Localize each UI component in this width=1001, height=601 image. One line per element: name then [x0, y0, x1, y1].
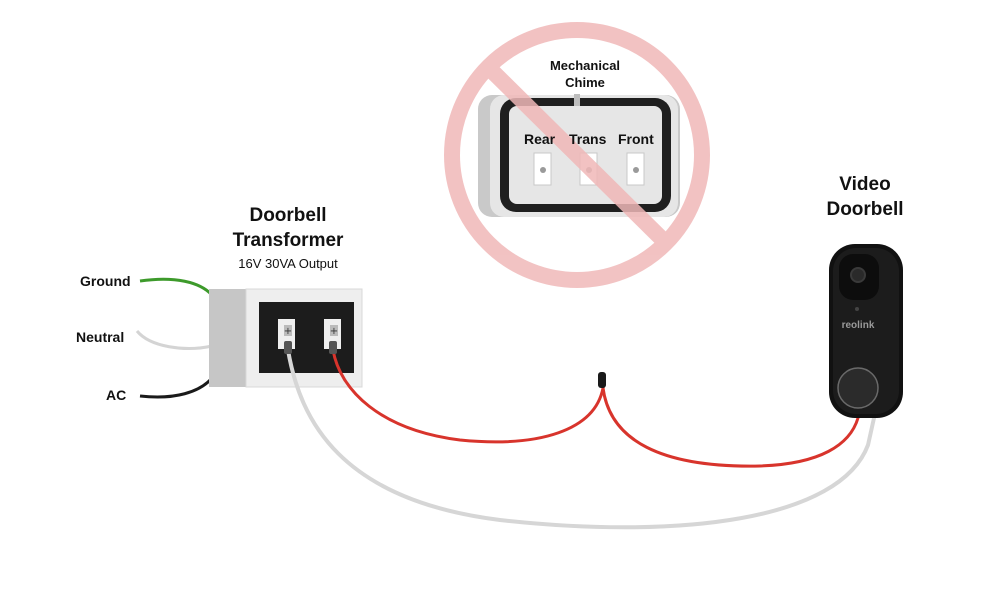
transformer-title: Doorbell Transformer	[208, 203, 368, 253]
prohibited-icon	[444, 22, 710, 288]
wire-nut-icon	[598, 372, 606, 388]
video-doorbell	[829, 244, 903, 418]
transformer-title-line1: Doorbell	[249, 205, 327, 226]
chime-title: Mechanical Chime	[530, 57, 640, 91]
red-wire-connector	[329, 341, 337, 354]
chime-title-line1: Mechanical	[549, 58, 621, 73]
transformer-body: + +	[209, 288, 363, 388]
svg-text:+: +	[284, 326, 292, 337]
chime-terminal-front-screw	[626, 152, 645, 186]
transformer-terminal-right: +	[324, 319, 341, 349]
ground-wire	[139, 277, 214, 297]
doorbell-title-line2: Doorbell	[826, 199, 904, 220]
neutral-wire	[135, 329, 213, 350]
white-wire-connector	[284, 341, 292, 354]
camera-lens-icon	[850, 267, 866, 283]
chime-terminal-rear-screw	[533, 152, 552, 186]
ac-label: AC	[106, 387, 127, 403]
svg-text:+: +	[330, 326, 338, 337]
chime-terminal-rear: Rear	[524, 131, 556, 147]
transformer-title-line2: Transformer	[232, 230, 344, 251]
doorbell-title-line1: Video	[839, 174, 891, 195]
red-wire-doorbell	[601, 386, 860, 468]
red-wire-transformer	[331, 348, 605, 444]
white-wire	[286, 348, 876, 530]
neutral-label: Neutral	[76, 329, 125, 345]
ground-label: Ground	[80, 273, 131, 289]
chime-terminal-front: Front	[618, 131, 654, 147]
ac-wire	[139, 376, 214, 399]
chime-terminal-trans: Trans	[569, 131, 607, 147]
transformer-output: 16V 30VA Output	[238, 256, 338, 271]
doorbell-title: Video Doorbell	[805, 172, 925, 222]
chime-title-line2: Chime	[565, 75, 605, 90]
doorbell-button	[837, 367, 879, 409]
doorbell-brand-logo: reolink	[841, 320, 875, 331]
